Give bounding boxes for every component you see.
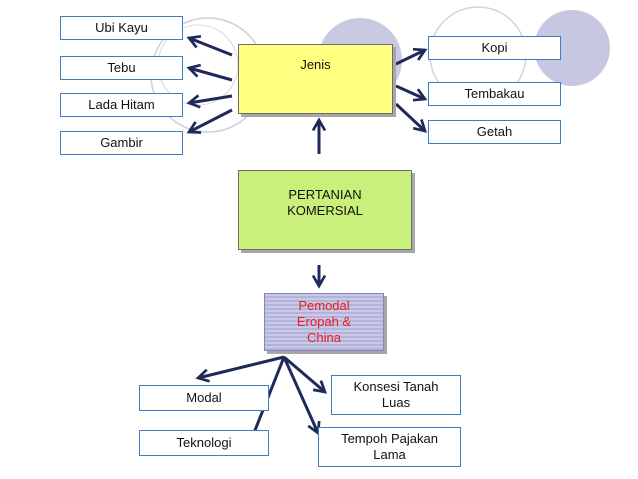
node-konsesi-line-2: Luas	[381, 395, 411, 410]
node-gambir-label: Gambir	[100, 134, 143, 150]
node-modal-label: Modal	[186, 389, 222, 405]
node-gambir: Gambir	[60, 131, 183, 155]
node-konsesi-tanah: Konsesi Tanah Luas	[331, 375, 461, 415]
node-tembakau-label: Tembakau	[464, 85, 525, 101]
node-pertanian-line-1: PERTANIAN	[288, 186, 362, 202]
node-kopi: Kopi	[428, 36, 561, 60]
node-getah: Getah	[428, 120, 561, 144]
node-jenis: Jenis	[238, 44, 393, 114]
node-ubi-kayu-label: Ubi Kayu	[95, 19, 148, 35]
node-pertanian-komersial: PERTANIAN KOMERSIAL	[238, 170, 412, 250]
node-lada-hitam-label: Lada Hitam	[88, 96, 155, 112]
node-pemodal-line-2: Eropah &	[296, 313, 352, 329]
node-tebu: Tebu	[60, 56, 183, 80]
node-konsesi-line-1: Konsesi Tanah	[353, 378, 439, 394]
node-pertanian-line-2: KOMERSIAL	[287, 203, 363, 218]
node-teknologi: Teknologi	[139, 430, 269, 456]
node-pemodal-line-3: China	[307, 330, 341, 346]
node-tembakau: Tembakau	[428, 82, 561, 106]
node-tebu-label: Tebu	[107, 59, 136, 75]
node-tempoh-line-1: Tempoh Pajakan	[341, 430, 438, 446]
node-tempoh-pajakan: Tempoh Pajakan Lama	[318, 427, 461, 467]
node-jenis-label: Jenis	[300, 56, 331, 72]
node-kopi-label: Kopi	[481, 39, 508, 55]
node-modal: Modal	[139, 385, 269, 411]
node-pemodal: Pemodal Eropah & China	[264, 293, 384, 351]
deco-circle	[534, 10, 610, 86]
node-pemodal-line-1: Pemodal	[298, 297, 350, 313]
node-lada-hitam: Lada Hitam	[60, 93, 183, 117]
node-getah-label: Getah	[476, 123, 513, 139]
node-teknologi-label: Teknologi	[176, 434, 232, 450]
node-ubi-kayu: Ubi Kayu	[60, 16, 183, 40]
node-tempoh-line-2: Lama	[373, 447, 406, 462]
